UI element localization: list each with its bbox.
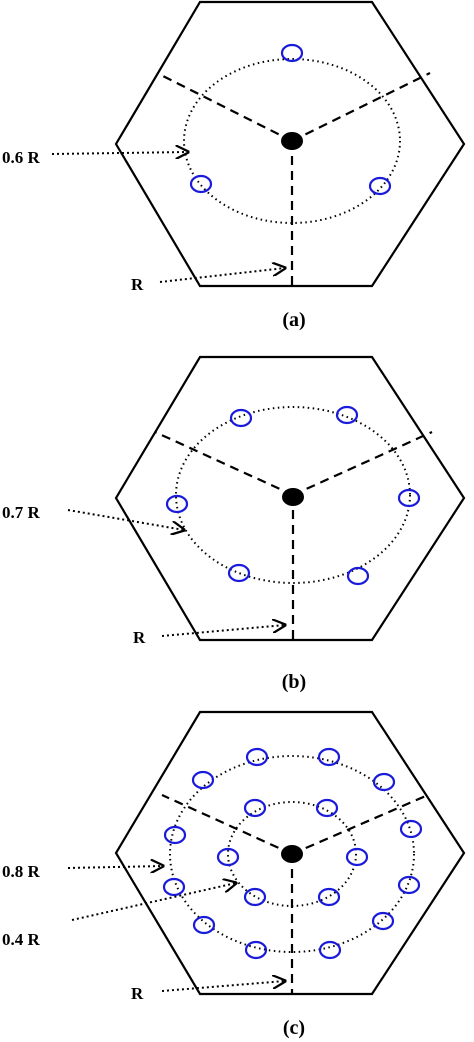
ring-label: 0.8 R bbox=[2, 862, 41, 881]
sector-boundary-line bbox=[291, 72, 431, 142]
ring-marker bbox=[371, 911, 395, 931]
sector-boundary-line bbox=[161, 793, 293, 856]
ring-marker bbox=[397, 875, 421, 895]
ring-0 bbox=[175, 406, 411, 584]
panel-c: 0.8 R 0.4 R R (c) bbox=[2, 710, 466, 1039]
ring-marker bbox=[191, 770, 215, 790]
base-station-center bbox=[281, 845, 303, 863]
edge-label: R bbox=[131, 275, 144, 294]
ring-marker bbox=[189, 174, 213, 194]
panel-caption: (b) bbox=[282, 671, 306, 693]
ring-marker bbox=[216, 847, 240, 867]
ring-marker bbox=[317, 887, 341, 907]
sector-boundary-line bbox=[291, 793, 429, 856]
ring-0 bbox=[169, 755, 415, 953]
ring-label-arrow bbox=[67, 866, 163, 868]
ring-marker bbox=[192, 915, 216, 935]
ring-marker bbox=[346, 566, 370, 586]
sector-boundary-line bbox=[154, 430, 294, 497]
ring-marker bbox=[245, 747, 269, 767]
ring-marker bbox=[399, 819, 423, 839]
hexagon-cell bbox=[114, 0, 466, 288]
ring-marker bbox=[244, 940, 268, 960]
ring-marker bbox=[280, 43, 304, 63]
ring-label: 0.4 R bbox=[2, 930, 41, 949]
base-station-center bbox=[282, 488, 304, 506]
ring-marker bbox=[315, 798, 339, 818]
ring-marker bbox=[163, 825, 187, 845]
ring-marker bbox=[162, 877, 186, 897]
panel-caption: (a) bbox=[282, 309, 305, 331]
ring-marker bbox=[318, 940, 342, 960]
ring-label: 0.6 R bbox=[2, 148, 41, 167]
base-station-center bbox=[281, 132, 303, 150]
edge-label-arrow bbox=[161, 981, 285, 992]
ring-marker bbox=[317, 747, 341, 767]
ring-marker bbox=[368, 176, 392, 196]
ring-marker bbox=[397, 488, 421, 508]
ring-label-arrow bbox=[71, 883, 236, 921]
ring-marker bbox=[243, 887, 267, 907]
hexagon-cell bbox=[114, 710, 466, 996]
ring-marker bbox=[165, 494, 189, 514]
ring-marker bbox=[345, 847, 369, 867]
sector-boundary-line bbox=[156, 72, 293, 142]
ring-marker bbox=[372, 772, 396, 792]
edge-label: R bbox=[133, 628, 146, 647]
ring-marker bbox=[229, 408, 253, 428]
panel-b: 0.7 R R (b) bbox=[2, 355, 466, 693]
hexagon-cell bbox=[114, 355, 466, 642]
sector-boundary-line bbox=[292, 430, 433, 497]
edge-label-arrow bbox=[161, 625, 285, 637]
ring-0 bbox=[183, 58, 401, 224]
ring-label: 0.7 R bbox=[2, 503, 41, 522]
edge-label-arrow bbox=[159, 268, 285, 283]
ring-marker bbox=[243, 798, 267, 818]
edge-label: R bbox=[131, 984, 144, 1003]
panel-a: 0.6 R R (a) bbox=[2, 0, 466, 331]
panel-caption: (c) bbox=[283, 1017, 305, 1039]
ring-marker bbox=[227, 563, 251, 583]
ring-marker bbox=[335, 405, 359, 425]
